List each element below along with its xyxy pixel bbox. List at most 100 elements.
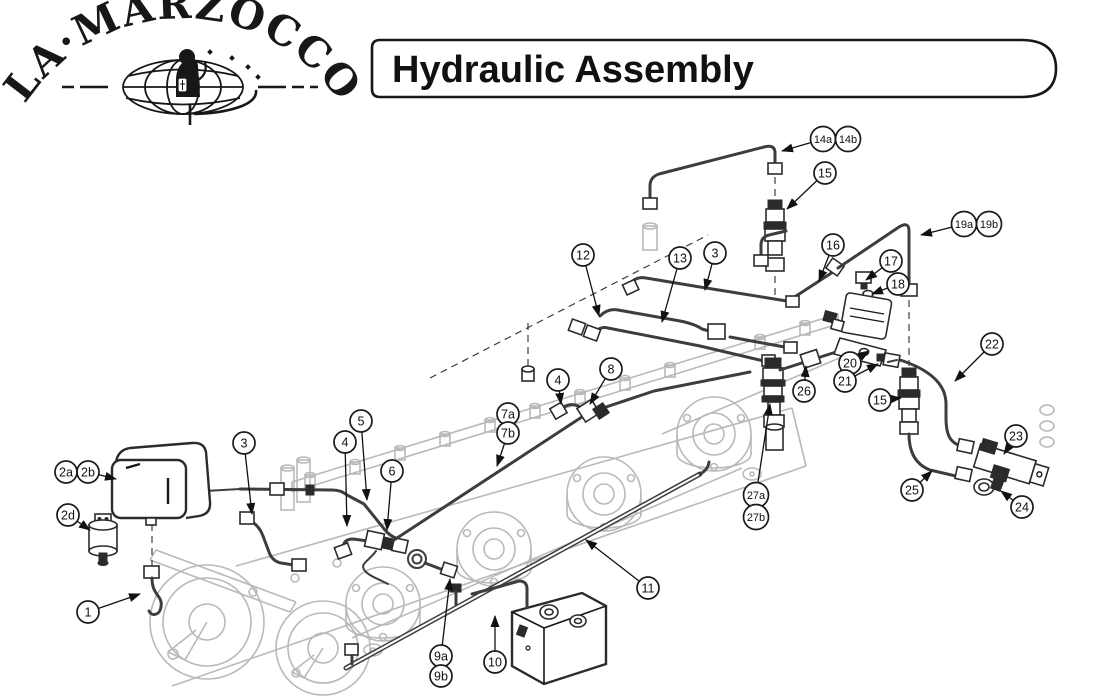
callout-circle xyxy=(834,125,862,153)
callout-circle xyxy=(599,357,623,381)
callout-22: 22 xyxy=(954,332,1004,382)
callout-16: 16 xyxy=(818,233,845,282)
callout-4-left: 4 xyxy=(333,430,357,527)
callout-18: 18 xyxy=(871,272,910,296)
callout-circle xyxy=(868,388,892,412)
callout-circle xyxy=(975,210,1003,238)
pipe-25 xyxy=(907,432,974,483)
callout-circle xyxy=(349,409,373,433)
callout-label: 7b xyxy=(501,427,515,441)
callout-circle xyxy=(380,459,404,483)
reservoir-box-10 xyxy=(470,579,608,686)
callout-label: 12 xyxy=(576,249,590,263)
callout-label: 26 xyxy=(797,385,811,399)
misc-machine-details xyxy=(248,404,1055,657)
callout-label: 17 xyxy=(884,255,898,269)
callout-label: 7a xyxy=(501,408,515,422)
page-title: Hydraulic Assembly xyxy=(392,49,754,91)
callout-label: 10 xyxy=(488,656,502,670)
callout-15-right: 15 xyxy=(868,388,902,412)
callout-circle xyxy=(76,460,100,484)
callout-label: 4 xyxy=(342,436,349,450)
callout-label: 19b xyxy=(980,219,998,231)
pipe-22 xyxy=(895,357,976,455)
callout-circle xyxy=(900,478,924,502)
callout-leader xyxy=(440,578,454,657)
callout-circle xyxy=(232,431,256,455)
callout-circle xyxy=(56,503,80,527)
callout-5: 5 xyxy=(349,409,373,501)
elbow-4-left xyxy=(333,537,370,561)
valve-15-top xyxy=(763,199,787,272)
callout-label: 11 xyxy=(642,582,655,596)
callout-label: 9a xyxy=(434,650,448,664)
callout-label: 22 xyxy=(985,338,999,352)
callout-label: 2b xyxy=(81,466,95,480)
fitting-8 xyxy=(575,398,610,424)
part-2d xyxy=(88,513,118,566)
callout-21: 21 xyxy=(833,363,879,393)
callout-circle xyxy=(821,233,845,257)
callout-label: 13 xyxy=(673,252,687,266)
elbow-4-mid xyxy=(548,401,590,421)
callout-circle xyxy=(703,241,727,265)
callout-circle xyxy=(833,369,857,393)
callout-4-mid: 4 xyxy=(546,368,570,405)
callout-leader xyxy=(585,539,649,589)
callout-label: 14b xyxy=(839,134,857,146)
callout-label: 4 xyxy=(555,374,562,388)
callout-label: 21 xyxy=(838,375,852,389)
callout-label: 3 xyxy=(241,437,248,451)
callout-circle xyxy=(980,332,1004,356)
callout-circle xyxy=(546,368,570,392)
callout-label: 6 xyxy=(389,465,396,479)
loop-fitting-9 xyxy=(362,549,462,610)
title-box: Hydraulic Assembly xyxy=(370,38,1058,99)
callout-circle xyxy=(483,650,507,674)
callout-circle xyxy=(636,576,660,600)
boiler-end-left xyxy=(149,564,265,680)
callout-label: 3 xyxy=(712,247,719,261)
callout-leader xyxy=(342,441,352,527)
callout-leader xyxy=(755,403,773,496)
callout-label: 15 xyxy=(873,394,887,408)
callout-label: 16 xyxy=(826,239,840,253)
pipe-7 xyxy=(392,370,752,542)
callout-circle xyxy=(1004,424,1028,448)
callout-1: 1 xyxy=(76,593,141,624)
callout-3-left: 3 xyxy=(232,431,256,515)
globe-lion-icon xyxy=(62,49,318,125)
fitting-24 xyxy=(973,477,1005,496)
callout-label: 15 xyxy=(818,167,832,181)
pipe-stub xyxy=(753,229,788,267)
pipe-14 xyxy=(642,144,783,210)
tee-6 xyxy=(363,529,410,555)
callout-24: 24 xyxy=(1000,490,1034,519)
la-marzocco-logo: LA·MARZOCCO xyxy=(0,0,369,125)
rail-studs xyxy=(304,222,811,488)
pipe-12 xyxy=(567,317,776,367)
callout-label: 19a xyxy=(955,219,974,231)
callout-circle xyxy=(571,243,595,267)
callout-17: 17 xyxy=(865,249,903,281)
callout-label: 23 xyxy=(1009,430,1023,444)
callout-8: 8 xyxy=(589,357,623,405)
pipe-13 xyxy=(598,308,798,354)
callout-label: 9b xyxy=(434,670,448,684)
callout-label: 27a xyxy=(747,490,766,502)
fitting-1 xyxy=(143,565,163,616)
callout-circle xyxy=(742,503,770,531)
pipework xyxy=(88,144,1050,686)
pipe-11 xyxy=(343,460,711,671)
pipe-3-top xyxy=(621,276,800,308)
callout-circle xyxy=(1010,495,1034,519)
callout-25: 25 xyxy=(900,470,933,502)
callout-label: 5 xyxy=(358,415,365,429)
callout-leader xyxy=(360,420,371,501)
callout-circle xyxy=(886,272,910,296)
